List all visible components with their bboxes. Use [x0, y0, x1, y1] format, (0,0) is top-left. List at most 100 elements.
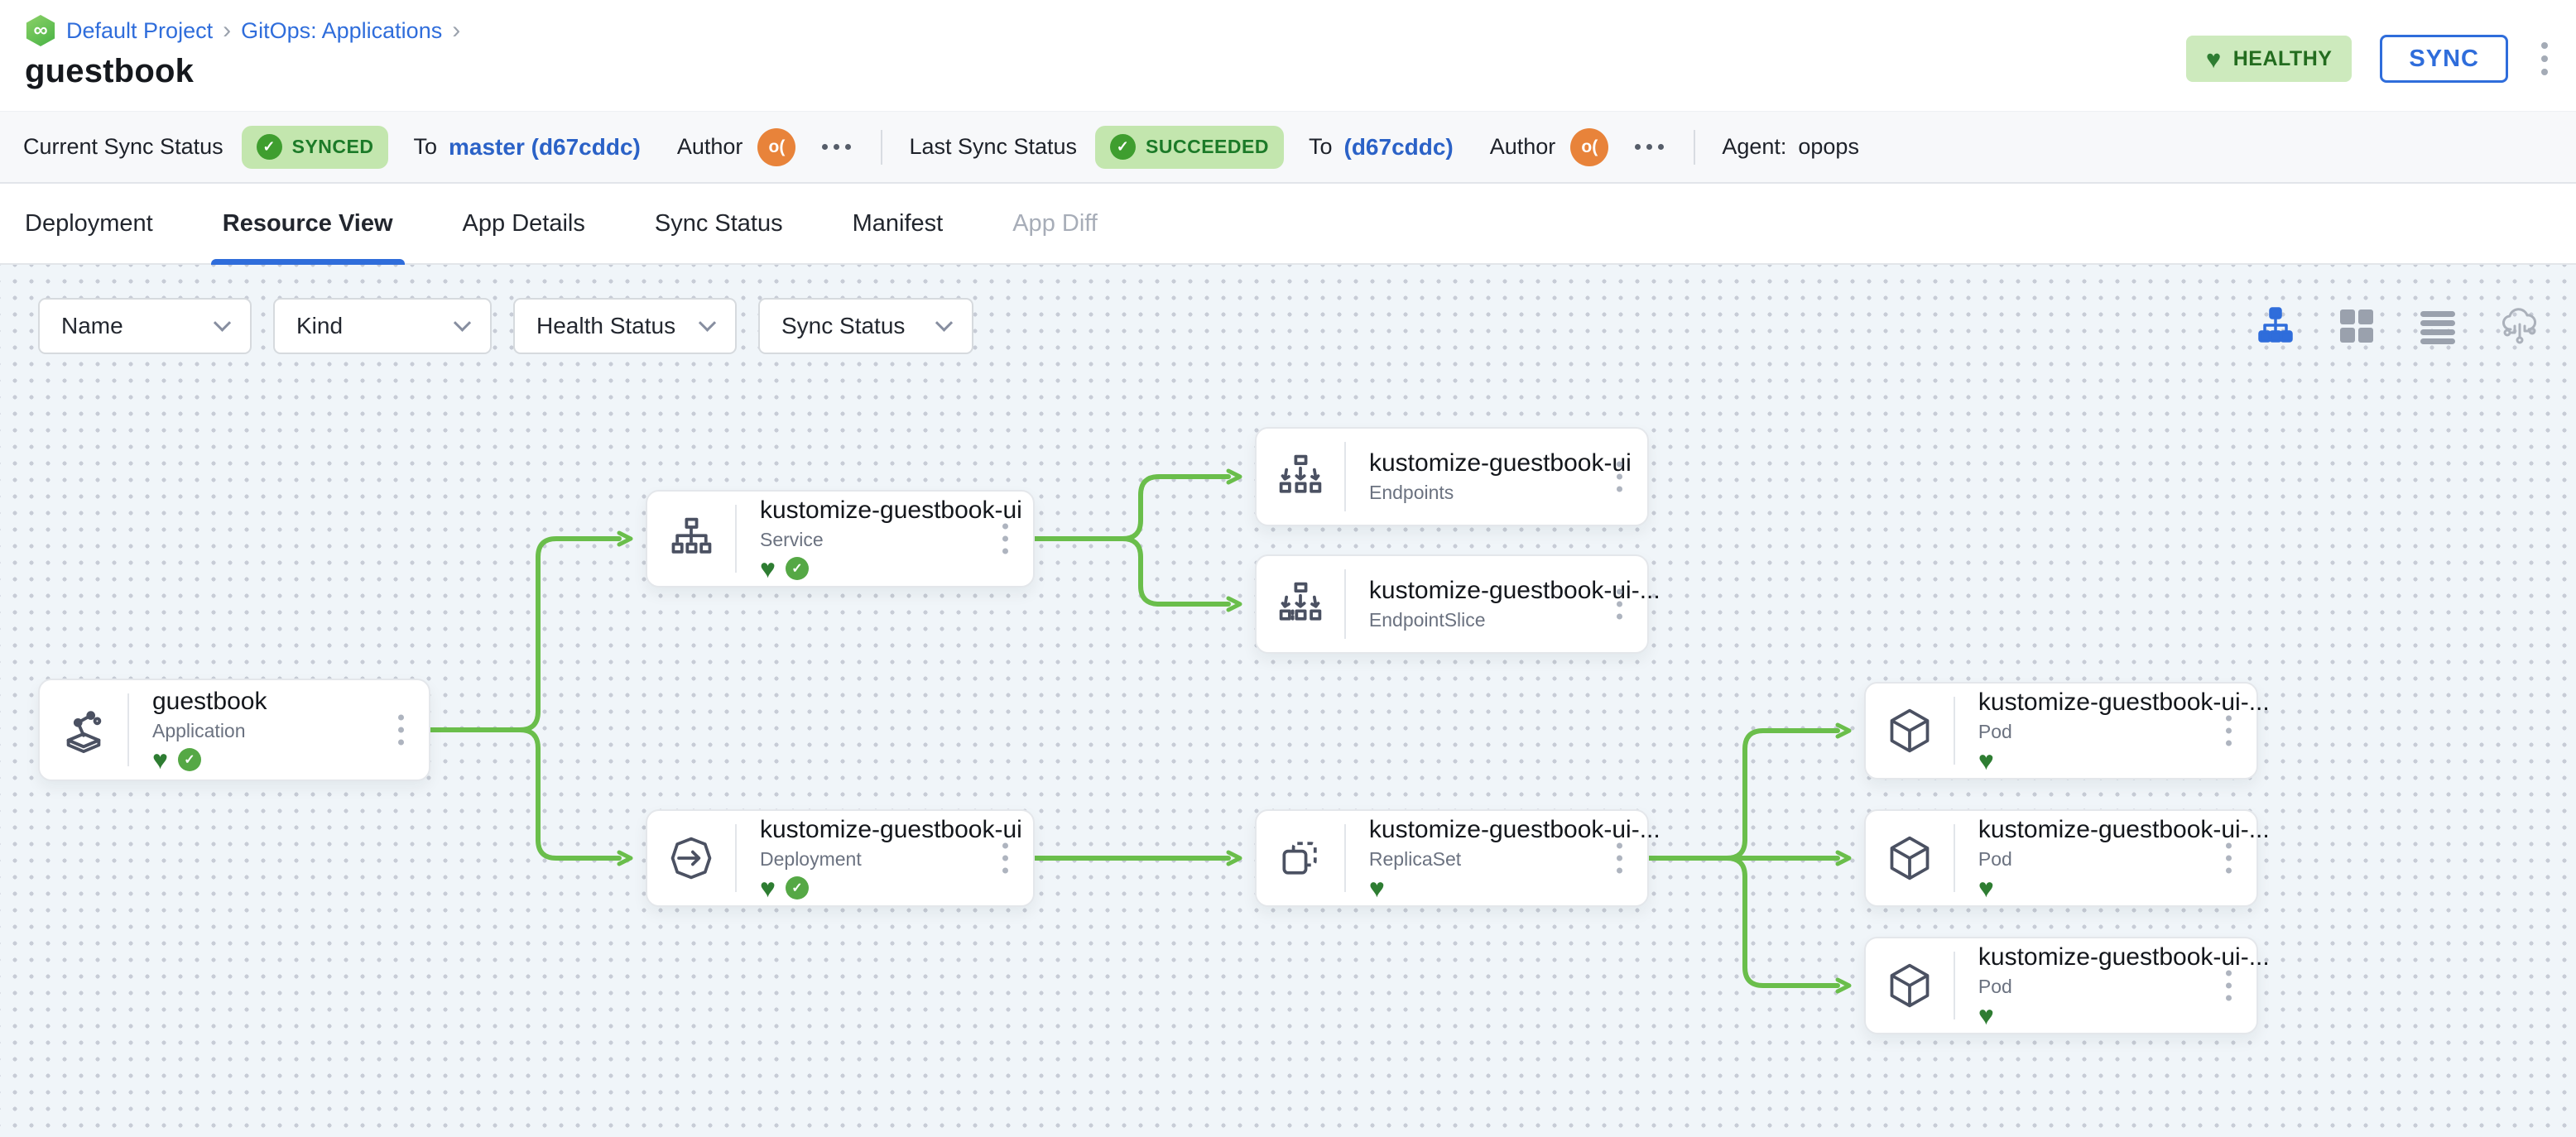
tab-deployment[interactable]: Deployment: [25, 209, 153, 237]
node-pod-1[interactable]: kustomize-guestbook-ui-... Pod ♥: [1864, 682, 2270, 780]
tree-view-icon[interactable]: [2256, 307, 2295, 345]
resource-graph-canvas[interactable]: Name Kind Health Status Sync Status: [0, 265, 2576, 1137]
divider: [127, 693, 129, 766]
divider: [1954, 952, 1955, 1019]
tab-sync-status[interactable]: Sync Status: [654, 209, 783, 237]
node-pod-2[interactable]: kustomize-guestbook-ui-... Pod ♥: [1864, 809, 2270, 907]
endpoints-icon: [1257, 453, 1344, 501]
node-endpointslice-kustomize-guestbook-ui[interactable]: kustomize-guestbook-ui-... EndpointSlice: [1255, 554, 1660, 654]
node-menu-button[interactable]: [1612, 584, 1627, 625]
synced-check-icon: ✓: [786, 556, 809, 580]
synced-badge[interactable]: ✓ SYNCED: [241, 125, 389, 169]
node-deployment-kustomize-guestbook-ui[interactable]: kustomize-guestbook-ui Deployment ♥ ✓: [646, 809, 1035, 907]
health-status-badge[interactable]: ♥ HEALTHY: [2185, 36, 2353, 82]
tab-app-details[interactable]: App Details: [462, 209, 585, 237]
check-circle-icon: ✓: [256, 134, 282, 160]
author-avatar: o(: [757, 127, 796, 166]
healthy-heart-icon: ♥: [1368, 872, 1385, 903]
tab-bar: Deployment Resource View App Details Syn…: [0, 183, 2576, 266]
kind-filter-dropdown[interactable]: Kind: [273, 298, 492, 354]
node-title: guestbook: [152, 687, 267, 715]
grid-view-icon[interactable]: [2338, 307, 2376, 345]
node-kind: Deployment: [760, 847, 862, 870]
current-sync-status-label: Current Sync Status: [23, 134, 223, 159]
node-menu-button[interactable]: [2221, 966, 2237, 1006]
node-title: kustomize-guestbook-ui-...: [1978, 688, 2270, 716]
node-menu-button[interactable]: [2221, 838, 2237, 879]
service-icon: [647, 515, 735, 563]
commit-details-button[interactable]: [819, 137, 854, 156]
kind-filter-label: Kind: [296, 313, 344, 338]
author-label: Author: [676, 134, 743, 159]
chevron-down-icon: [453, 314, 472, 332]
cluster-view-icon[interactable]: [2500, 306, 2540, 346]
succeeded-badge-label: SUCCEEDED: [1146, 136, 1269, 157]
agent-label: Agent:: [1722, 134, 1787, 159]
node-pod-3[interactable]: kustomize-guestbook-ui-... Pod ♥: [1864, 937, 2270, 1034]
status-bar: Current Sync Status ✓ SYNCED To master (…: [0, 111, 2576, 184]
name-filter-label: Name: [61, 313, 123, 338]
app-menu-button[interactable]: [2536, 37, 2553, 80]
node-menu-button[interactable]: [1612, 457, 1627, 497]
node-title: kustomize-guestbook-ui: [1369, 449, 1632, 477]
node-application-guestbook[interactable]: guestbook Application ♥ ✓: [38, 679, 430, 781]
resource-edges: [428, 468, 1852, 994]
health-status-label: HEALTHY: [2232, 46, 2333, 70]
tab-resource-view[interactable]: Resource View: [210, 183, 405, 266]
node-kind: Pod: [1978, 720, 2012, 742]
node-menu-button[interactable]: [997, 519, 1013, 559]
chevron-right-icon: ›: [223, 17, 232, 44]
health-status-filter-dropdown[interactable]: Health Status: [513, 298, 737, 354]
node-kind: ReplicaSet: [1368, 847, 1462, 870]
node-title: kustomize-guestbook-ui: [760, 496, 1022, 524]
node-kind: EndpointSlice: [1368, 609, 1486, 631]
last-sync-commit-link[interactable]: (d67cddc): [1343, 133, 1454, 160]
healthy-heart-icon: ♥: [1978, 745, 1994, 775]
health-filter-label: Health Status: [536, 313, 676, 338]
breadcrumb-section-link[interactable]: GitOps: Applications: [241, 17, 443, 43]
sync-button[interactable]: SYNC: [2380, 35, 2508, 83]
divider: [1344, 442, 1346, 511]
check-circle-icon: ✓: [1110, 134, 1137, 160]
node-menu-button[interactable]: [1612, 838, 1627, 879]
divider: [735, 824, 737, 892]
node-menu-button[interactable]: [393, 710, 409, 751]
succeeded-badge[interactable]: ✓ SUCCEEDED: [1095, 125, 1284, 169]
sync-status-filter-dropdown[interactable]: Sync Status: [758, 298, 973, 354]
chevron-down-icon: [935, 314, 954, 332]
app-header: ∞ Default Project › GitOps: Applications…: [0, 0, 2576, 111]
node-service-kustomize-guestbook-ui[interactable]: kustomize-guestbook-ui Service ♥ ✓: [646, 490, 1035, 588]
node-kind: Pod: [1978, 975, 2012, 997]
node-menu-button[interactable]: [997, 838, 1013, 879]
chevron-down-icon: [698, 314, 717, 332]
synced-check-icon: ✓: [178, 747, 201, 771]
to-label: To: [1308, 134, 1333, 159]
node-menu-button[interactable]: [2221, 711, 2237, 751]
node-endpoints-kustomize-guestbook-ui[interactable]: kustomize-guestbook-ui Endpoints: [1255, 427, 1649, 526]
node-kind: Service: [760, 528, 824, 550]
tab-manifest[interactable]: Manifest: [852, 209, 944, 237]
heart-icon: ♥: [2205, 44, 2222, 74]
replicaset-icon: [1257, 834, 1344, 882]
endpointslice-icon: [1257, 580, 1344, 628]
application-icon: [40, 705, 127, 755]
view-toggle-group: [2256, 298, 2540, 354]
healthy-heart-icon: ♥: [152, 744, 168, 775]
node-replicaset-kustomize-guestbook-ui[interactable]: kustomize-guestbook-ui-... ReplicaSet ♥: [1255, 809, 1660, 907]
sync-filter-label: Sync Status: [781, 313, 906, 338]
divider: [1344, 569, 1346, 639]
project-icon: ∞: [26, 15, 55, 46]
divider: [1694, 129, 1696, 165]
list-view-icon[interactable]: [2419, 307, 2457, 345]
node-title: kustomize-guestbook-ui-...: [1978, 943, 2270, 971]
commit-details-button[interactable]: [1632, 137, 1667, 156]
current-sync-commit-link[interactable]: master (d67cddc): [449, 133, 641, 160]
node-title: kustomize-guestbook-ui-...: [1978, 815, 2270, 843]
breadcrumb-project-link[interactable]: Default Project: [66, 17, 214, 43]
to-label: To: [413, 134, 437, 159]
node-title: kustomize-guestbook-ui-...: [1368, 577, 1660, 604]
tab-app-diff[interactable]: App Diff: [1012, 209, 1098, 237]
chevron-down-icon: [213, 314, 232, 332]
name-filter-dropdown[interactable]: Name: [38, 298, 252, 354]
divider: [735, 505, 737, 573]
